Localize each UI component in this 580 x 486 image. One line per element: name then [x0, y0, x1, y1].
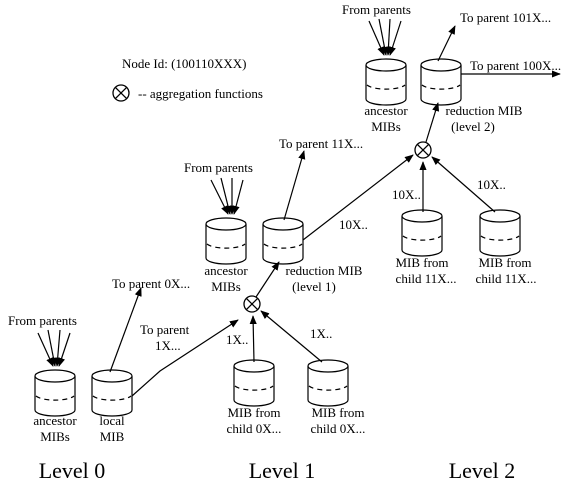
level1-edge-10x-label: 10X..	[339, 217, 368, 232]
level1-child1-label-line2: child 0X...	[227, 421, 282, 436]
level1-to-parent-11x-label: To parent 11X...	[279, 136, 363, 151]
level2-aggregation-function	[414, 141, 432, 159]
level1-to-level2-agg-arrow	[302, 154, 414, 241]
level0-local-mib-cylinder	[91, 369, 133, 417]
level0-to-parent-0x-arrow	[109, 287, 142, 373]
level0-ancestor-label-line2: MIBs	[40, 429, 70, 444]
level1-child2-label-line2: child 0X...	[311, 421, 366, 436]
level-1-caption: Level 1	[249, 458, 316, 483]
level2-child-mib-cylinder-1	[401, 209, 443, 257]
level2-reduction-label-line2: (level 2)	[451, 119, 495, 134]
level2-reduction-mib-cylinder	[420, 58, 462, 106]
level2-to-parent-101x-arrow	[437, 25, 456, 62]
level1-child-mib-cylinder-2	[307, 359, 349, 407]
level2-group: From parents ancestor MIBs reduction MIB…	[342, 2, 561, 286]
level0-local-label-line2: MIB	[100, 429, 125, 444]
level2-agg-to-reduction-arrow	[425, 102, 440, 143]
level1-to-parent-11x-arrow	[283, 150, 306, 221]
level0-to-parent-0x-label: To parent 0X...	[112, 276, 190, 291]
level2-child1-label-line2: child 11X...	[396, 271, 457, 286]
level1-from-parents-label: From parents	[184, 160, 253, 175]
level2-child1-edge-label: 10X..	[392, 187, 421, 202]
level1-ancestor-label-line1: ancestor	[204, 263, 248, 278]
level2-child2-arrow	[431, 156, 496, 213]
level1-reduction-mib-cylinder	[262, 217, 304, 265]
level2-child-mib-cylinder-2	[479, 209, 521, 257]
level2-child2-label-line1: MIB from	[478, 255, 531, 270]
level0-from-parents-label: From parents	[8, 313, 77, 328]
level0-to-aggregation-arrow	[131, 319, 239, 397]
level1-group: From parents ancestor MIBs reduction MIB…	[184, 136, 414, 436]
level1-incoming-arrows	[210, 177, 244, 215]
level1-child1-label-line1: MIB from	[227, 405, 280, 420]
level0-ancestor-label-line1: ancestor	[33, 413, 77, 428]
level2-ancestor-label-line1: ancestor	[364, 103, 408, 118]
level0-group: From parents ancestor MIBs local MIB To …	[8, 276, 239, 444]
level0-ancestor-mib-cylinder	[34, 369, 76, 417]
level0-to-parent-1x-label-line1: To parent	[140, 322, 190, 337]
level0-to-parent-1x-label-line2: 1X...	[155, 338, 181, 353]
level2-from-parents-label: From parents	[342, 2, 411, 17]
level2-to-parent-100x-label: To parent 100X...	[470, 58, 561, 73]
level1-ancestor-label-line2: MIBs	[211, 279, 241, 294]
level1-reduction-label-line2: (level 1)	[292, 279, 336, 294]
level0-local-label-line1: local	[99, 413, 125, 428]
level1-child2-arrow	[260, 310, 323, 363]
level2-reduction-label-line1: reduction MIB	[446, 103, 523, 118]
level2-ancestor-mib-cylinder	[365, 58, 407, 106]
aggregation-legend-icon	[112, 84, 130, 102]
aggregation-legend-label: -- aggregation functions	[138, 86, 263, 101]
level2-incoming-arrows	[368, 18, 402, 56]
level2-child2-label-line2: child 11X...	[476, 271, 537, 286]
level1-child1-arrow	[249, 315, 257, 363]
level2-ancestor-label-line2: MIBs	[371, 119, 401, 134]
level1-aggregation-function	[243, 295, 261, 313]
level2-to-parent-101x-label: To parent 101X...	[460, 10, 551, 25]
level1-child-mib-cylinder-1	[233, 359, 275, 407]
level2-child1-label-line1: MIB from	[395, 255, 448, 270]
level1-child1-edge-label: 1X..	[226, 332, 248, 347]
level1-child2-label-line1: MIB from	[311, 405, 364, 420]
level1-agg-to-reduction-arrow	[255, 261, 280, 298]
level2-child2-edge-label: 10X..	[477, 177, 506, 192]
node-id-label: Node Id: (100110XXX)	[122, 56, 246, 71]
level-0-caption: Level 0	[39, 458, 106, 483]
level1-reduction-label-line1: reduction MIB	[286, 263, 363, 278]
level1-child2-edge-label: 1X..	[310, 326, 332, 341]
level0-incoming-arrows	[37, 329, 71, 367]
level-2-caption: Level 2	[449, 458, 516, 483]
level1-ancestor-mib-cylinder	[205, 217, 247, 265]
